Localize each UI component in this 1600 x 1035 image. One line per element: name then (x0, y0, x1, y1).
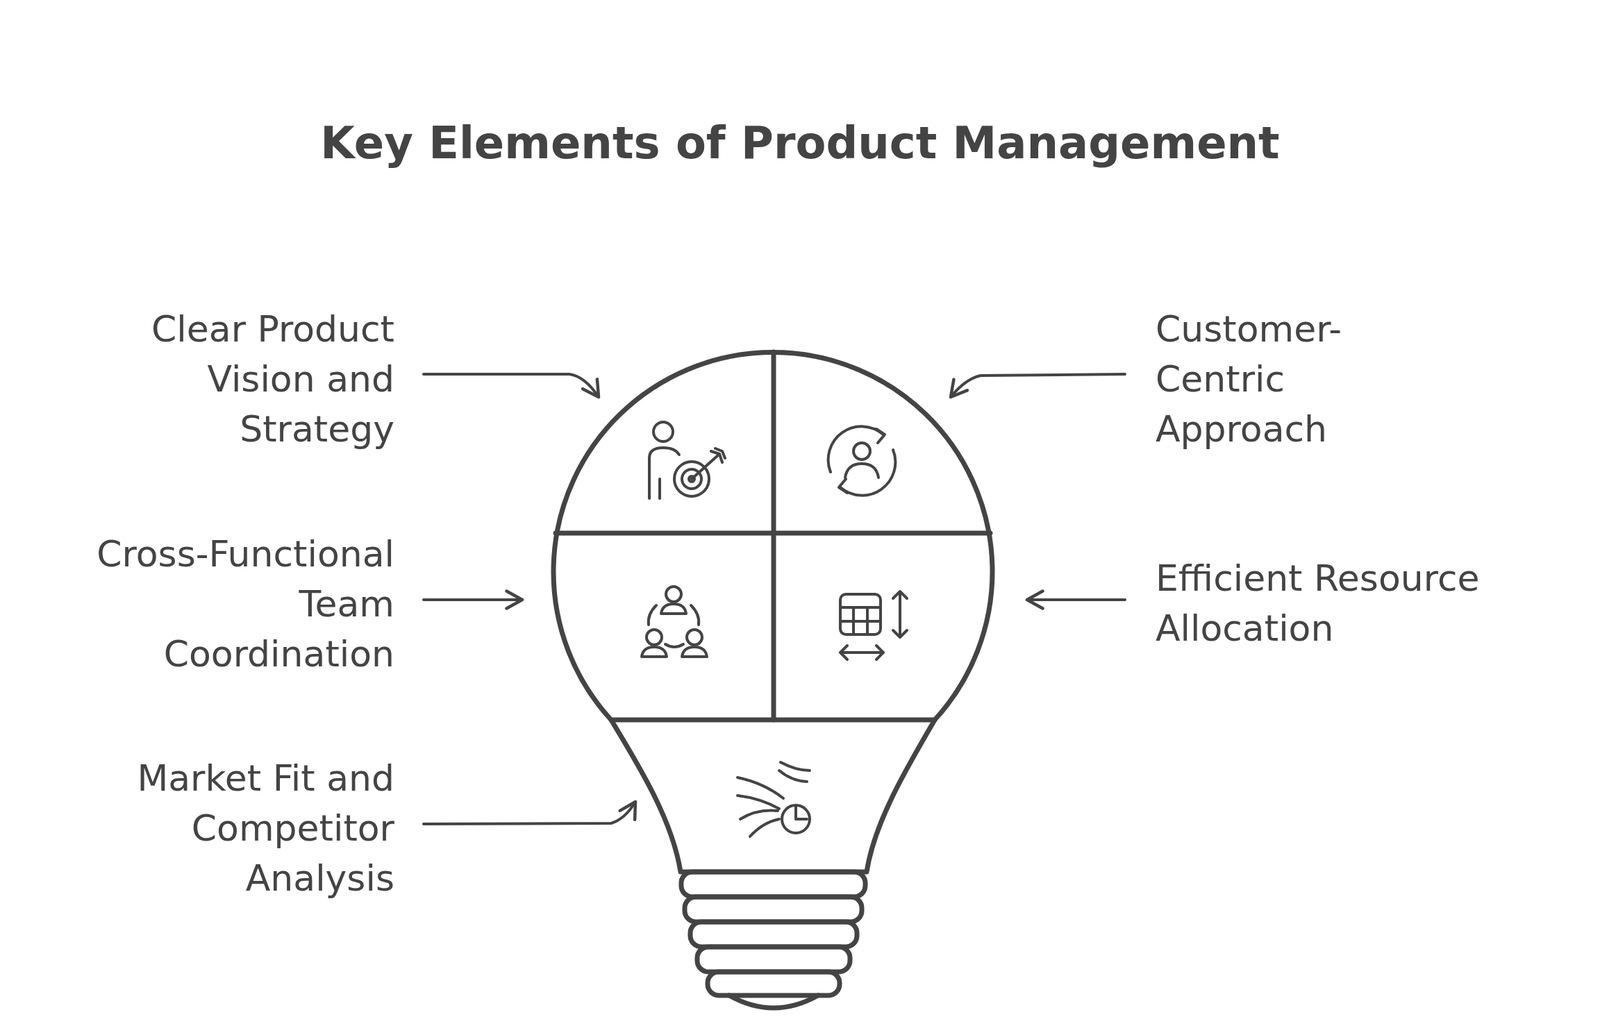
leader-arrow (1027, 598, 1125, 602)
person-icon (646, 629, 662, 646)
person-icon (658, 479, 662, 499)
double-arrow (893, 591, 907, 638)
grid-icon (840, 594, 881, 635)
screw-tip (729, 995, 819, 1009)
leader-arrow (950, 374, 1125, 398)
diagram-title: Key Elements of Product Management (0, 111, 1600, 175)
person-icon (681, 647, 707, 657)
person-icon (853, 443, 871, 460)
screw-band (681, 872, 866, 898)
person-icon (845, 463, 879, 478)
grid-icon (840, 607, 881, 635)
bulb-divider (611, 718, 935, 723)
screw-band (707, 972, 840, 996)
team-link (648, 605, 700, 648)
leader-arrow (423, 374, 599, 398)
person-icon (686, 629, 703, 646)
element-label: Cross-Functional Team Coordination (68, 529, 395, 680)
leader-arrow (423, 598, 523, 602)
person-icon (653, 422, 673, 442)
bulb-divider (555, 531, 991, 537)
target-arrow (691, 448, 725, 480)
leader-arrow (423, 802, 636, 825)
double-arrow (840, 645, 884, 660)
screw-band (697, 947, 850, 973)
chart-icon (781, 805, 810, 834)
screw-band (690, 922, 857, 948)
flow-lines (737, 762, 810, 837)
chart-icon (795, 806, 807, 820)
element-label: Market Fit and Competitor Analysis (68, 753, 395, 904)
element-label: Clear Product Vision and Strategy (68, 304, 395, 455)
screw-band (684, 897, 862, 923)
person-icon (661, 604, 687, 614)
element-label: Efficient Resource Allocation (1155, 553, 1503, 654)
person-icon (665, 586, 682, 603)
element-label: Customer-Centric Approach (1155, 304, 1364, 455)
person-icon (641, 647, 667, 657)
bulb-outline (553, 352, 993, 873)
bulb-divider (771, 352, 777, 721)
